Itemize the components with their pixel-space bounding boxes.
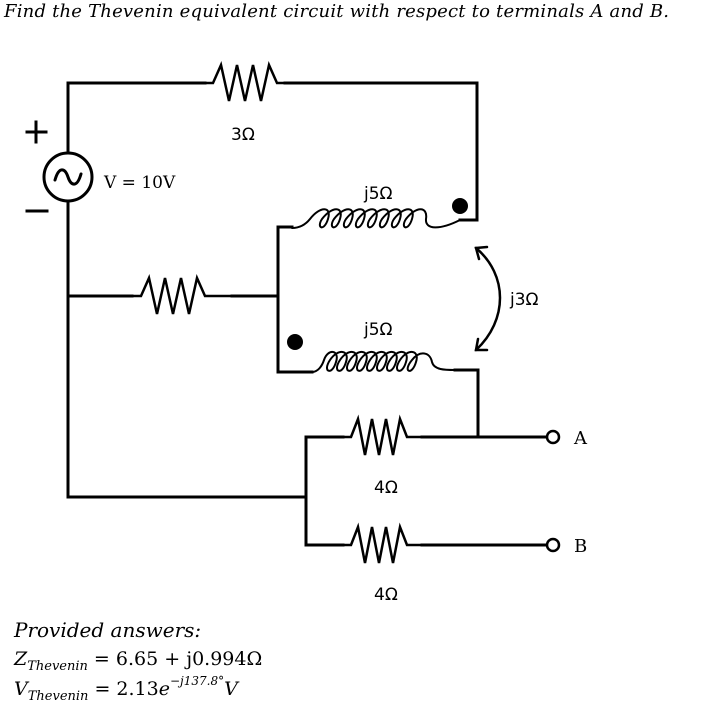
terminal-b bbox=[545, 537, 561, 553]
answers-heading: Provided answers: bbox=[14, 618, 202, 642]
wire-source-down bbox=[66, 200, 308, 499]
question-text: Find the Thevenin equivalent circuit wit… bbox=[4, 1, 670, 22]
dot-marker-top bbox=[452, 198, 468, 214]
terminal-label-a: A bbox=[573, 428, 588, 449]
v-unit: V bbox=[224, 678, 238, 700]
v-subscript: Thevenin bbox=[27, 689, 89, 704]
label-r-a: 4Ω bbox=[374, 478, 398, 498]
ac-source bbox=[42, 151, 94, 203]
label-r-top: 3Ω bbox=[231, 125, 255, 145]
mutual-arrowhead-bottom bbox=[474, 337, 489, 352]
inductor-top bbox=[291, 208, 461, 229]
plus-icon bbox=[25, 120, 48, 144]
resistor-middle bbox=[130, 274, 234, 315]
sine-icon bbox=[53, 168, 83, 186]
wire-coil-bottom-right bbox=[453, 368, 480, 439]
label-mutual: j3Ω bbox=[509, 290, 539, 310]
z-symbol: Z bbox=[14, 648, 28, 670]
thevenin-voltage-answer: VThevenin = 2.13e−j137.8°V bbox=[14, 674, 238, 704]
wire-top-right bbox=[283, 81, 479, 222]
label-l-bottom: j5Ω bbox=[363, 320, 393, 340]
mutual-arrowhead-top bbox=[474, 245, 489, 261]
inductor-bottom bbox=[311, 351, 456, 373]
v-symbol: V bbox=[14, 678, 28, 700]
resistor-3ohm bbox=[203, 61, 287, 102]
terminal-label-b: B bbox=[574, 536, 587, 557]
label-l-top: j5Ω bbox=[363, 184, 393, 204]
resistor-4ohm-b bbox=[341, 522, 424, 564]
z-subscript: Thevenin bbox=[27, 659, 88, 674]
label-r-b: 4Ω bbox=[374, 585, 398, 605]
z-value: = 6.65 + j0.994Ω bbox=[87, 648, 263, 670]
dot-marker-bottom bbox=[287, 334, 303, 350]
v-exponent: −j137.8° bbox=[169, 674, 225, 688]
mutual-arc bbox=[474, 246, 502, 352]
thevenin-impedance-answer: ZThevenin = 6.65 + j0.994Ω bbox=[14, 648, 262, 674]
v-exponential-base: e bbox=[158, 678, 170, 700]
source-label: V = 10V bbox=[103, 173, 176, 193]
v-magnitude: = 2.13 bbox=[88, 678, 159, 700]
terminal-a bbox=[545, 429, 561, 445]
resistor-4ohm-a bbox=[341, 414, 424, 456]
